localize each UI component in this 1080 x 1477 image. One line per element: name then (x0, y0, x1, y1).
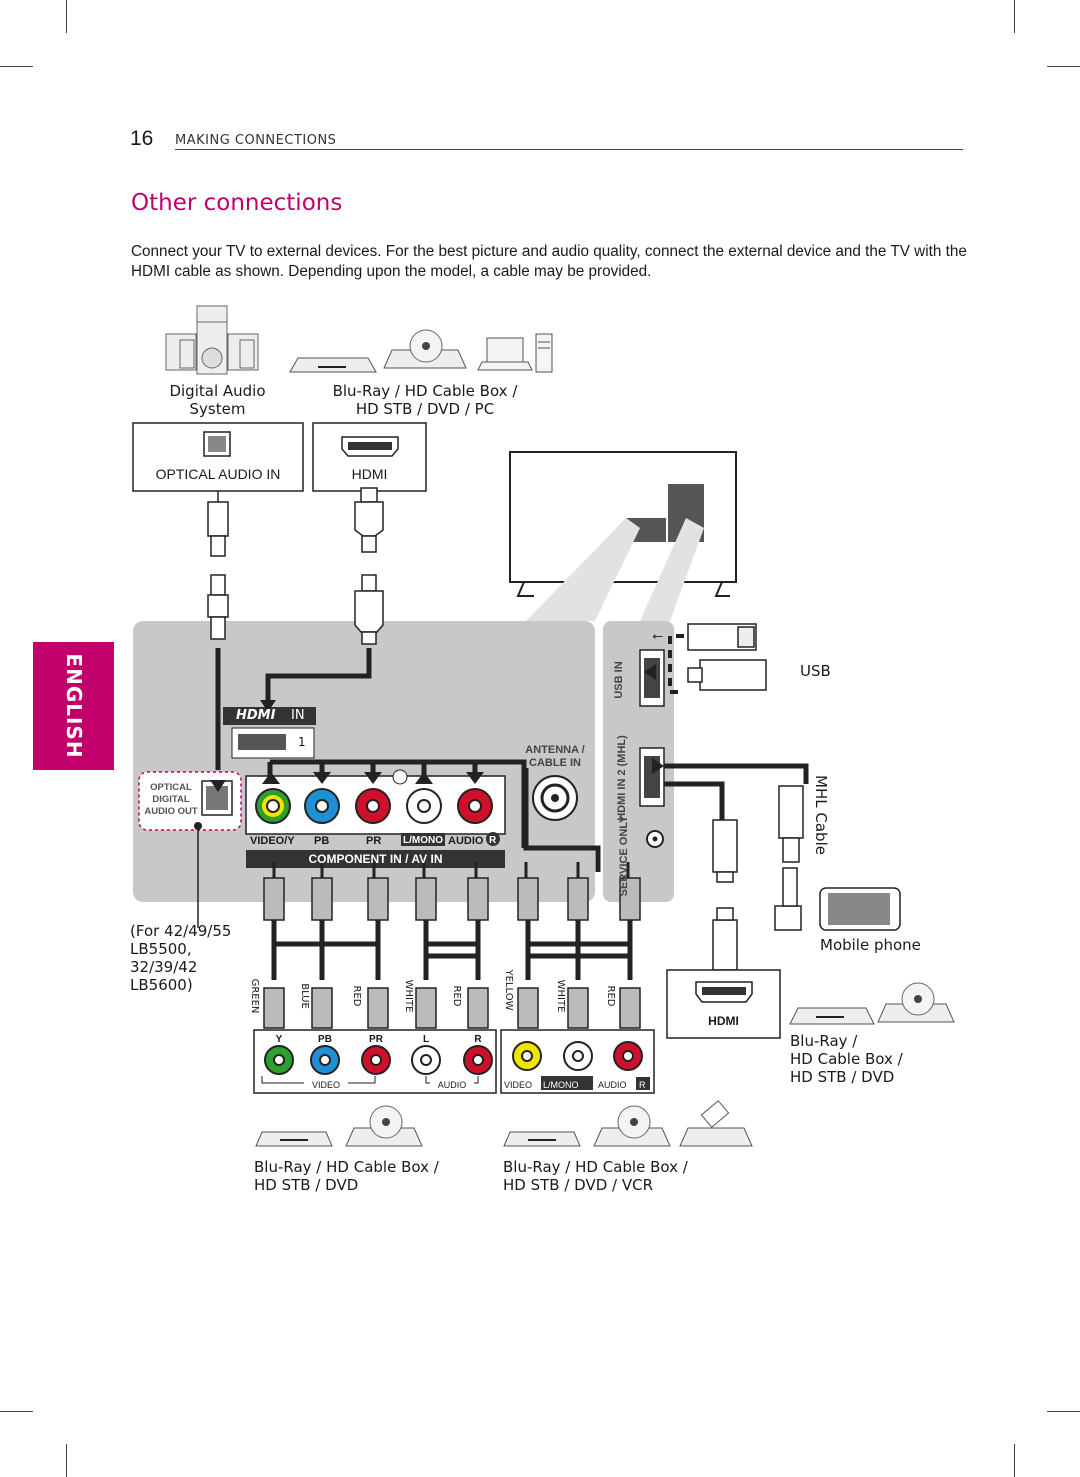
component-l-label: L (422, 1034, 430, 1045)
crop-mark (1014, 0, 1015, 33)
hdmi-port-box (312, 422, 427, 492)
component-audio-label: AUDIO (437, 1080, 467, 1090)
usb-in-label: USB IN (613, 661, 625, 699)
av-device-label: Blu-Ray / HD Cable Box /HD STB / DVD / V… (503, 1158, 688, 1194)
jack-red-icon (355, 788, 391, 824)
speaker-system-icon (165, 305, 259, 375)
header-rule (175, 149, 963, 150)
hdmi-device-port-label: HDMI (708, 1014, 739, 1028)
component-device-label: Blu-Ray / HD Cable Box /HD STB / DVD (254, 1158, 439, 1194)
crop-mark (1047, 1411, 1080, 1412)
hdmi-in-suffix: IN (291, 708, 305, 723)
jack-green-icon (255, 788, 291, 824)
antenna-cable-in-label: ANTENNA /CABLE IN (525, 744, 585, 769)
intro-paragraph: Connect your TV to external devices. For… (131, 243, 967, 280)
pr-label: PR (366, 835, 382, 847)
av-video-label: VIDEO (504, 1080, 533, 1090)
cable-color-label: GREEN (249, 978, 260, 1014)
component-pr-label: PR (369, 1034, 383, 1045)
component-pb-label: PB (318, 1034, 332, 1045)
crop-mark (1047, 66, 1080, 67)
bluray-player-icon (289, 357, 377, 373)
mobile-phone-label: Mobile phone (820, 936, 921, 954)
optical-audio-in-box (132, 422, 304, 492)
svg-text:⭠: ⭠ (652, 628, 663, 644)
jack-white-icon (406, 788, 442, 824)
pb-label: PB (314, 835, 330, 847)
pc-tower-icon (535, 333, 553, 373)
av-audio-label: AUDIO (598, 1080, 627, 1090)
component-video-label: VIDEO (311, 1080, 340, 1090)
optical-audio-in-label: OPTICAL AUDIO IN (155, 466, 281, 482)
cable-color-label: RED (351, 985, 362, 1007)
r-label: R (489, 835, 497, 846)
cable-color-label: RED (451, 985, 462, 1007)
component-y-label: Y (275, 1034, 283, 1045)
section-title: MAKING CONNECTIONS (175, 133, 337, 148)
crop-mark (0, 66, 33, 67)
page-title: Other connections (131, 190, 343, 216)
hdmi-in-number: 1 (298, 735, 306, 749)
laptop-icon (477, 337, 533, 371)
language-tab (33, 642, 114, 770)
cable-color-label: WHITE (403, 979, 414, 1013)
cable-color-label: BLUE (299, 983, 310, 1009)
hdmi-in2-mhl-label: HDMI IN 2 (MHL) (616, 735, 628, 821)
av-r-label: R (639, 1080, 646, 1090)
component-r-label: R (474, 1034, 482, 1045)
page-number: 16 (130, 127, 154, 150)
disc-player-icon (383, 329, 467, 369)
crop-mark (66, 0, 67, 33)
av-l-mono-label: L/MONO (543, 1080, 579, 1090)
cable-color-label: WHITE (555, 979, 566, 1013)
crop-mark (1014, 1444, 1015, 1477)
cable-color-label: RED (605, 985, 616, 1007)
component-av-in-label: COMPONENT IN / AV IN (308, 852, 443, 866)
crop-mark (66, 1444, 67, 1477)
hdmi-in-logo: HDMI (236, 708, 276, 723)
audio-label: AUDIO (448, 835, 484, 847)
hdmi-port-label: HDMI (351, 466, 388, 482)
hdmi-device-label: Blu-Ray /HD Cable Box /HD STB / DVD (790, 1032, 903, 1086)
l-mono-label: L/MONO (403, 835, 443, 846)
video-y-label: VIDEO/Y (250, 835, 295, 847)
usb-label: USB (800, 662, 831, 680)
jack-blue-icon (304, 788, 340, 824)
bluray-pc-label: Blu-Ray / HD Cable Box /HD STB / DVD / P… (332, 382, 518, 418)
mobile-phone-icon (819, 887, 901, 931)
service-only-label: SERVICE ONLY (618, 815, 630, 897)
antenna-jack-icon (532, 775, 578, 821)
crop-mark (0, 1411, 33, 1412)
cable-color-label: YELLOW (503, 969, 514, 1011)
mhl-cable-label: MHL Cable (812, 775, 830, 855)
jack-red-icon (457, 788, 493, 824)
